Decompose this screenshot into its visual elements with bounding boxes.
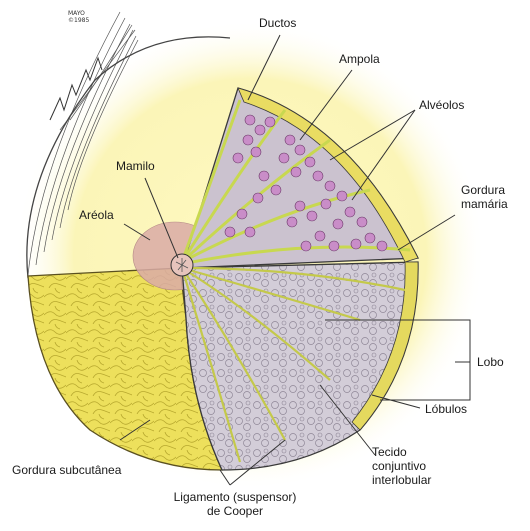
label-tecido-line1: Tecido <box>372 445 431 459</box>
stamp-line-2: ©1985 <box>68 17 89 24</box>
label-lobo: Lobo <box>477 355 504 369</box>
label-tecido-line2: conjuntivo <box>372 459 431 473</box>
copyright-stamp: MAYO ©1985 <box>68 10 89 24</box>
label-ductos: Ductos <box>259 16 296 30</box>
label-alveolos: Alvéolos <box>419 98 464 112</box>
label-ligamento-line1: Ligamento (suspensor) <box>160 490 310 504</box>
label-ligamento-line2: de Cooper <box>160 504 310 518</box>
stamp-line-1: MAYO <box>68 10 89 17</box>
label-ampola: Ampola <box>339 52 380 66</box>
label-gordura-mamaria-line2: mamária <box>461 197 508 211</box>
label-ligamento: Ligamento (suspensor) de Cooper <box>160 490 310 518</box>
label-gordura-mamaria-line1: Gordura <box>461 183 508 197</box>
label-tecido-line3: interlobular <box>372 473 431 487</box>
label-lobulos: Lóbulos <box>425 402 467 416</box>
label-areola: Aréola <box>79 208 114 222</box>
label-mamilo: Mamilo <box>116 159 155 173</box>
label-gordura-subcutanea: Gordura subcutânea <box>12 463 121 477</box>
label-gordura-mamaria: Gordura mamária <box>461 183 508 211</box>
label-tecido-conjuntivo: Tecido conjuntivo interlobular <box>372 445 431 487</box>
